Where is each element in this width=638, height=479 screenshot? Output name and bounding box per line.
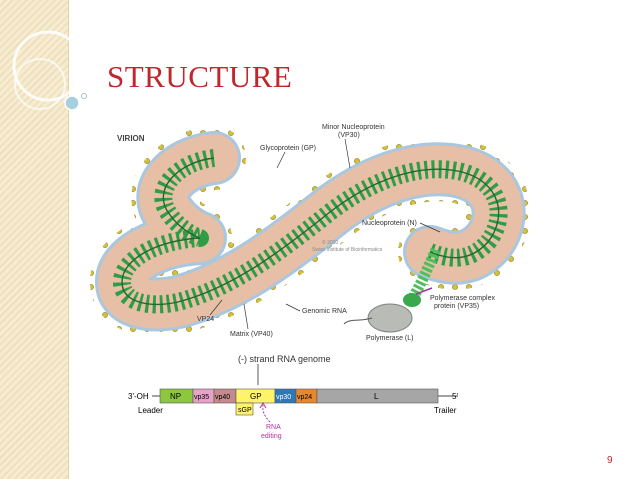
label-minor-np-line1: Minor Nucleoprotein [322, 124, 385, 131]
label-nucleoprotein: Nucleoprotein (N) [362, 220, 417, 227]
genome-3-prime-end: 3'-OH [128, 392, 149, 401]
svg-text:NP: NP [170, 392, 181, 401]
rna-editing-arrowhead [259, 402, 267, 409]
label-minor-np-line2: (VP30) [338, 132, 360, 139]
gene-vp30: vp30 [274, 388, 297, 404]
polymerase-pointer [415, 287, 433, 295]
label-genomic-rna: Genomic RNA [302, 308, 347, 315]
leader-line-vp24 [209, 299, 223, 316]
svg-text:vp30: vp30 [276, 394, 291, 401]
editing-line2: editing [261, 433, 282, 440]
leader-line-nucleoprotein [419, 222, 441, 233]
svg-text:vp35: vp35 [194, 394, 209, 401]
copyright-line1: © 2010 [322, 239, 338, 246]
svg-text:vp24: vp24 [297, 394, 312, 401]
polymerase-l [367, 303, 413, 333]
leader-label: Leader [138, 406, 163, 415]
decorative-sidebar [0, 0, 69, 479]
rna-end-line [343, 317, 373, 325]
label-polymerase: Polymerase (L) [366, 335, 413, 342]
virion-labels: VIRION Minor Nucleoprotein (VP30) Glycop… [117, 124, 495, 342]
rna-editing-arrow [262, 404, 271, 423]
label-vp24: VP24 [197, 316, 214, 323]
gene-vp24: vp24 [295, 388, 318, 404]
gene-np: NP [159, 388, 194, 404]
svg-text:vp40: vp40 [215, 394, 230, 401]
leader-line-minor-np [344, 138, 351, 169]
decorative-circles [12, 30, 87, 111]
gene-l: L [316, 388, 439, 404]
gene-gp: GP [235, 388, 276, 404]
label-polymerase-complex-line1: Polymerase complex [430, 295, 495, 302]
gene-vp35: vp35 [192, 388, 215, 404]
svg-text:GP: GP [250, 392, 262, 401]
trailer-label: Trailer [434, 406, 457, 415]
small-bubble-icon [81, 93, 87, 99]
leader-line-glycoprotein [276, 151, 286, 169]
genome-map: (-) strand RNA genome 3'-OH 5' NP vp35 v… [128, 354, 458, 440]
genome-title: (-) strand RNA genome [238, 354, 331, 364]
nucleocapsid-tail [409, 247, 441, 299]
genomic-rna-strand [121, 157, 500, 306]
label-matrix: Matrix (VP40) [230, 331, 273, 338]
leader-line-genomic-rna [285, 303, 301, 312]
label-polymerase-complex-line2: protein (VP35) [434, 303, 479, 310]
gene-vp40: vp40 [213, 388, 237, 404]
polymerase-complex-protein [403, 293, 421, 307]
label-glycoprotein: Glycoprotein (GP) [260, 145, 316, 152]
copyright-line2: Swiss Institute of Bioinformatics [312, 247, 383, 253]
virion-heading: VIRION [117, 134, 145, 143]
slide-title: STRUCTURE [107, 59, 293, 94]
editing-line1: RNA [266, 424, 281, 431]
genome-5-prime-end: 5' [452, 392, 458, 401]
page-number: 9 [607, 455, 613, 466]
svg-text:L: L [374, 392, 379, 401]
virion-filament [90, 126, 531, 337]
blue-bubble-icon [64, 95, 80, 111]
leader-line-matrix [243, 303, 249, 330]
gene-sgp [235, 402, 254, 416]
sgp-label: sGP [238, 407, 252, 414]
